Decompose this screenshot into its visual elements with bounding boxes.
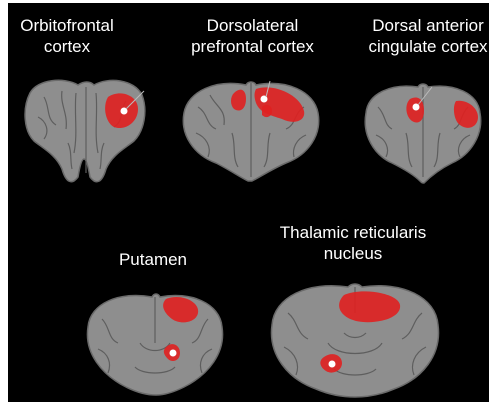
brain-slice-dorsolateral [176, 73, 326, 183]
electrode-marker [329, 361, 336, 368]
label-dorsal-anterior-cingulate-cortex: Dorsal anterior cingulate cortex [353, 15, 489, 57]
label-putamen: Putamen [93, 249, 213, 270]
label-orbitofrontal-cortex: Orbitofrontal cortex [8, 15, 126, 57]
figure-canvas: Orbitofrontal cortex Dorsolateral prefro… [8, 3, 489, 402]
highlight-dorsolateral-small [262, 105, 272, 117]
brain-slice-orbitofrontal [16, 73, 151, 193]
brain-slice-trn [264, 273, 446, 398]
label-dorsolateral-prefrontal-cortex: Dorsolateral prefrontal cortex [160, 15, 345, 57]
electrode-marker [170, 350, 177, 357]
brain-slice-putamen [80, 283, 230, 398]
brain-slice-dacc [358, 77, 488, 187]
label-thalamic-reticularis-nucleus: Thalamic reticularis nucleus [253, 222, 453, 264]
